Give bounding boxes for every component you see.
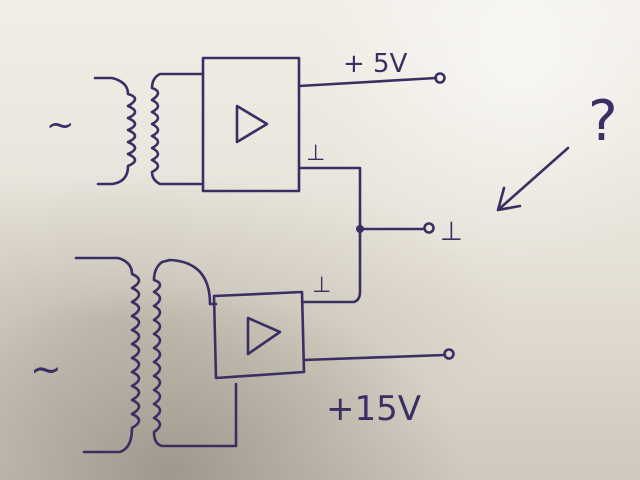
top-output-label: + 5V bbox=[343, 49, 408, 79]
top-ac-symbol: ~ bbox=[46, 105, 75, 145]
bottom-ac-symbol: ~ bbox=[30, 347, 62, 391]
bottom-ground-wire bbox=[300, 227, 362, 304]
question-mark: ? bbox=[588, 89, 618, 154]
top-regulator-diode-icon bbox=[235, 104, 269, 144]
common-ground-label: ⊥ bbox=[440, 217, 463, 247]
top-transformer-primary-coil bbox=[93, 76, 137, 186]
top-regulator bbox=[201, 56, 301, 193]
top-transformer-secondary-coil bbox=[150, 72, 205, 186]
top-regulator-box bbox=[201, 56, 301, 193]
common-ground-terminal bbox=[423, 222, 435, 234]
bottom-regulator-box bbox=[212, 290, 306, 380]
bottom-ground-label: ⊥ bbox=[312, 273, 331, 298]
bottom-output-terminal bbox=[443, 348, 455, 360]
bottom-transformer-primary-coil bbox=[74, 256, 141, 454]
top-ground-label: ⊥ bbox=[306, 141, 325, 166]
question-arrow-icon bbox=[496, 146, 570, 212]
top-output-wire bbox=[297, 76, 438, 88]
bottom-regulator bbox=[212, 290, 306, 380]
top-output-terminal bbox=[434, 72, 446, 84]
bottom-output-label: +15V bbox=[326, 389, 421, 429]
top-ground-wire bbox=[297, 166, 362, 230]
top-transformer bbox=[93, 72, 205, 186]
bottom-regulator-diode-icon bbox=[246, 316, 282, 356]
bottom-transformer bbox=[74, 256, 238, 454]
bottom-transformer-secondary-coil bbox=[152, 258, 238, 448]
bottom-output-wire bbox=[302, 353, 447, 362]
